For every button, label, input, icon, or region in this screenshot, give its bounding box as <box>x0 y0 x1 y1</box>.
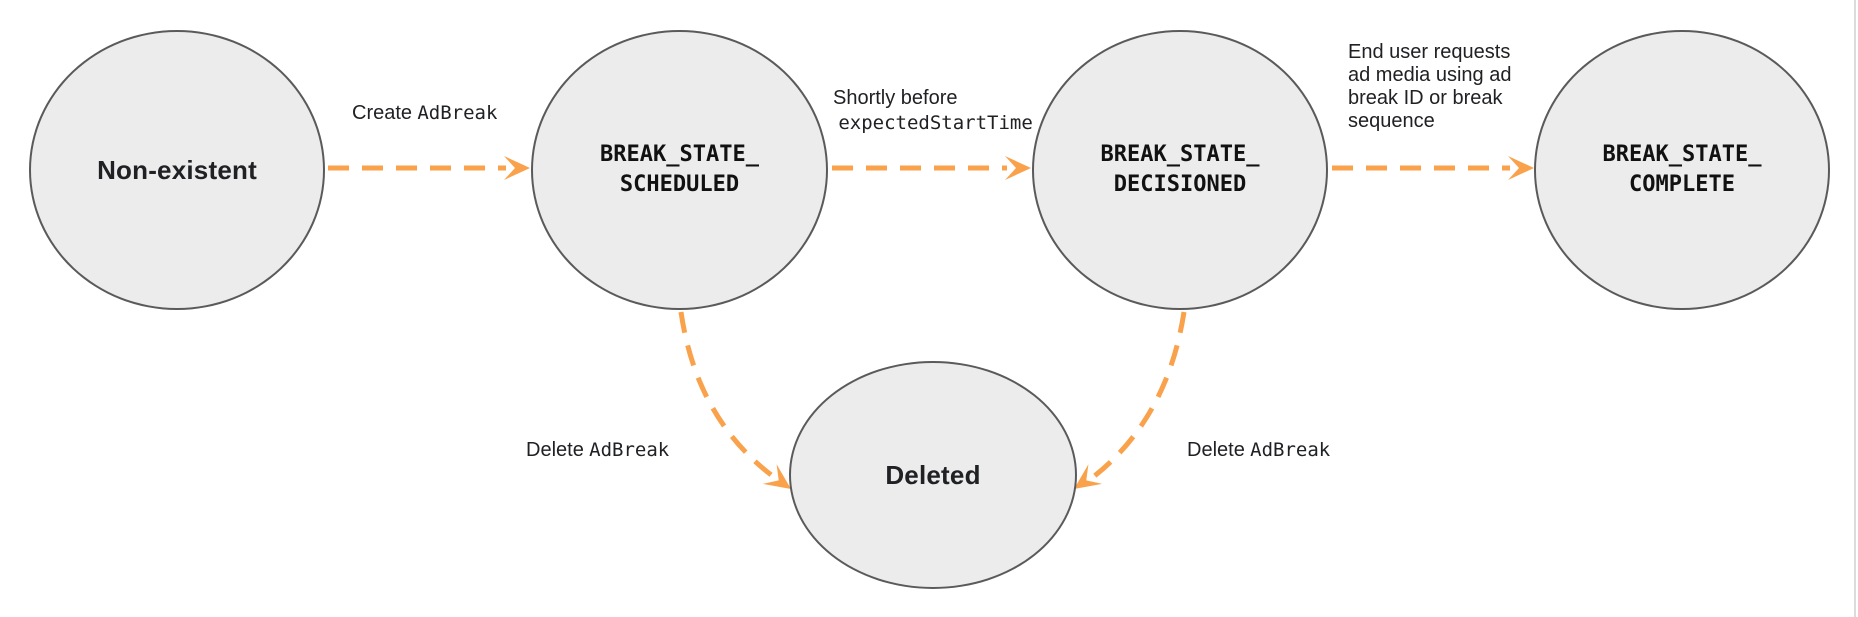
arrowhead-icon <box>1508 156 1534 180</box>
state-node-break-state-decisioned: BREAK_STATE_ DECISIONED <box>1032 30 1328 310</box>
arrowhead-icon <box>504 156 530 180</box>
transition-arrow-delete-left <box>678 311 780 483</box>
edge-label-code-text: AdBreak <box>589 439 670 461</box>
state-node-label: Non-existent <box>97 154 257 185</box>
state-node-break-state-scheduled: BREAK_STATE_ SCHEDULED <box>531 30 828 310</box>
state-node-deleted: Deleted <box>789 361 1077 589</box>
edge-label-code-text: expectedStartTime <box>838 112 1033 134</box>
state-node-label: DECISIONED <box>1113 172 1247 197</box>
state-node-label: SCHEDULED <box>619 172 740 197</box>
edge-label-code-text: AdBreak <box>1250 439 1331 461</box>
edge-label-text: Create <box>352 102 413 124</box>
arrowhead-icon <box>1074 464 1103 489</box>
state-node-break-state-complete: BREAK_STATE_ COMPLETE <box>1534 30 1830 310</box>
edge-label-text: Shortly before <box>833 87 958 109</box>
state-node-label: Deleted <box>885 459 981 490</box>
state-node-label: BREAK_STATE_ <box>600 142 759 167</box>
state-node-label: BREAK_STATE_ <box>1602 142 1762 167</box>
state-node-label: BREAK_STATE_ <box>1100 142 1260 167</box>
edge-label-shortly-before: Shortly before expectedStartTime <box>833 86 1033 136</box>
state-node-non-existent: Non-existent <box>29 30 325 310</box>
state-node-label: COMPLETE <box>1629 172 1735 197</box>
edge-label-code-text: AdBreak <box>417 102 498 124</box>
edge-label-text: Delete <box>526 439 584 461</box>
transition-arrow-delete-right <box>1086 311 1187 484</box>
edge-label-end-user-requests: End user requests ad media using ad brea… <box>1348 41 1536 133</box>
edge-label-text: Delete <box>1187 439 1245 461</box>
page-edge-divider <box>1854 0 1856 617</box>
arrowhead-icon <box>762 464 791 489</box>
edge-label-text: End user requests ad media using ad brea… <box>1348 41 1512 132</box>
arrowhead-icon <box>1005 156 1031 180</box>
